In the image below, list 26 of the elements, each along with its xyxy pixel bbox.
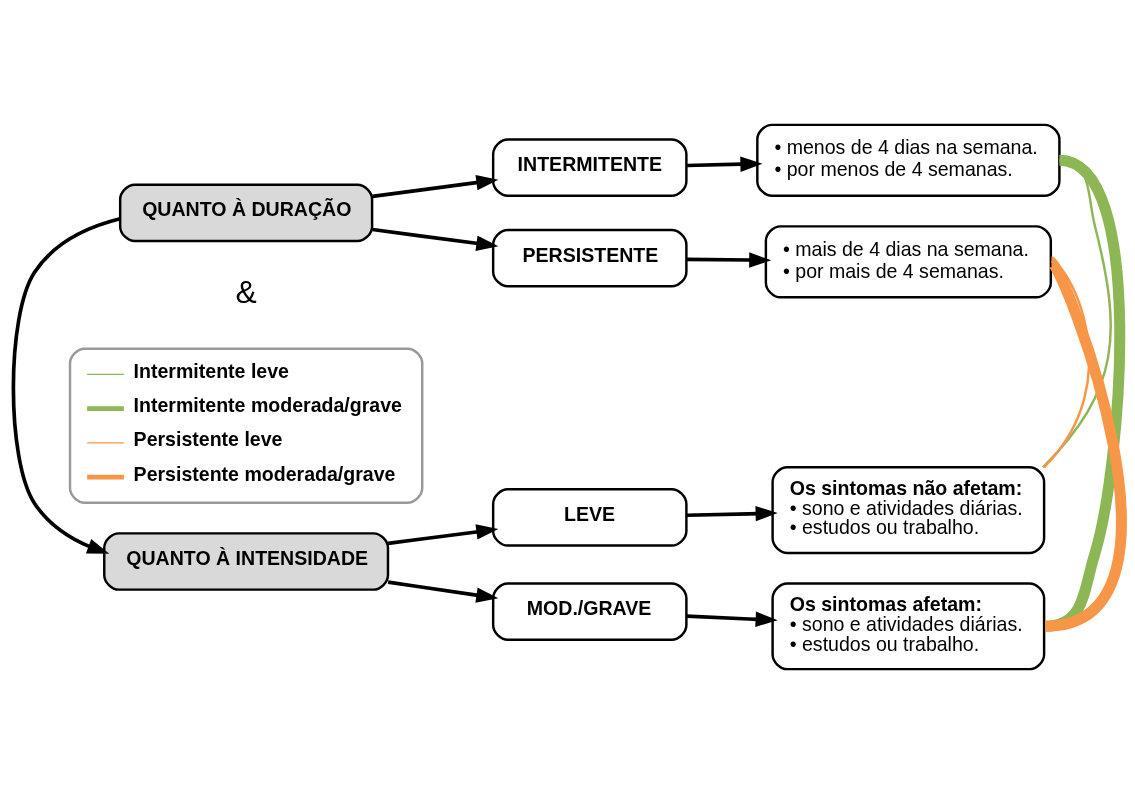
node-box: MOD./GRAVE (491, 581, 688, 641)
arrow (686, 611, 778, 627)
legend-label: Persistente leve (133, 427, 283, 450)
arrow (372, 174, 499, 198)
arrow (11, 216, 121, 554)
node-box: PERSISTENTE (491, 228, 688, 288)
node-box: LEVE (491, 487, 688, 547)
arrow (387, 523, 499, 545)
arrow (686, 156, 763, 172)
arrow (686, 251, 772, 268)
arrow (686, 505, 778, 521)
arrow (387, 579, 499, 603)
legend-label: Intermitente leve (133, 359, 289, 382)
label: & (235, 273, 257, 310)
node-box: QUANTO À DURAÇÃO (118, 183, 374, 242)
node-box: QUANTO À INTENSIDADE (103, 531, 390, 591)
node-box: INTERMITENTE (491, 137, 688, 197)
legend-label: Persistente moderada/grave (133, 462, 396, 485)
node-box: • mais de 4 dias na semana. • por mais de 4 semanas. (764, 224, 1053, 299)
node-box: Os sintomas afetam: • sono e atividades diárias. • estudos ou trabalho. (771, 581, 1046, 670)
connector (1044, 258, 1127, 632)
connector (1044, 154, 1126, 632)
node-box: • menos de 4 dias na semana. • por menos de 4 semanas. (756, 123, 1061, 197)
arrow (372, 227, 499, 251)
node-box: Os sintomas não afetam: • sono e atividades diárias. • estudos ou trabalho. (771, 465, 1046, 554)
legend-label: Intermitente moderada/grave (133, 393, 402, 416)
